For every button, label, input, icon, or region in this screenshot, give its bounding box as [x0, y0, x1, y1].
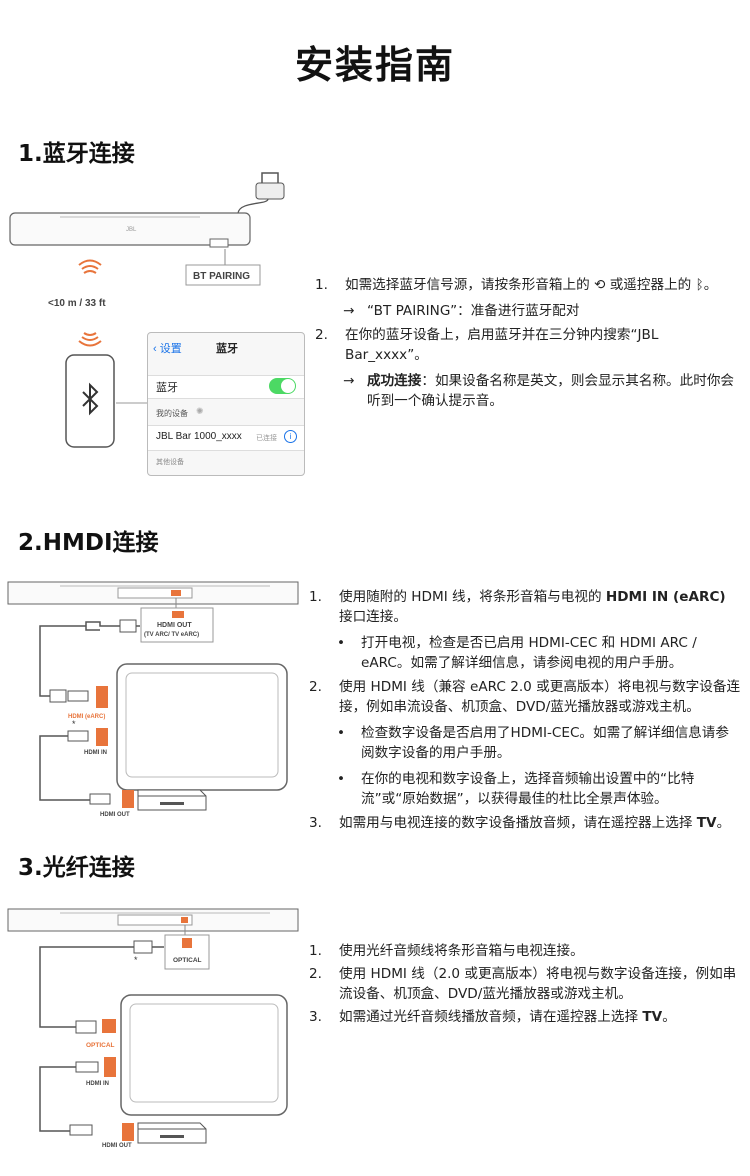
- section-heading-bluetooth: 1.蓝牙连接: [18, 141, 135, 167]
- hdmi-out-label: HDMI OUT: [157, 622, 192, 629]
- distance-label: <10 m / 33 ft: [48, 298, 106, 309]
- optical-step-2: 2.使用 HDMI 线（2.0 或更高版本）将电视与数字设备连接，例如串流设备、…: [309, 966, 737, 1002]
- bluetooth-diagram: JBL BT PAIRING <10 m / 33 ft: [9, 172, 285, 448]
- device-name[interactable]: JBL Bar 1000_xxxx: [156, 431, 242, 442]
- settings-title: 蓝牙: [216, 343, 238, 355]
- section-heading-hdmi: 2.HMDI连接: [18, 530, 159, 556]
- optical-diagram: OPTICAL * OPTICAL HDMI IN HDMI OUT: [7, 908, 299, 1149]
- svg-text:*: *: [72, 719, 76, 729]
- optical-step-3: 3.如需通过光纤音频线播放音频，请在遥控器上选择 TV。: [309, 1009, 676, 1025]
- bt-note-connected: →成功连接：如果设备名称是英文，则会显示其名称。此时你会听到一个确认提示音。: [343, 373, 735, 409]
- optical-step-1: 1.使用光纤音频线将条形音箱与电视连接。: [309, 943, 584, 959]
- svg-text:*: *: [134, 955, 138, 965]
- hdmi-out2-label: HDMI OUT: [100, 812, 130, 818]
- phone-bluetooth-settings: ‹ 设置 蓝牙 蓝牙 我的设备 ✺ JBL Bar 1000_xxxx 已连接 …: [147, 332, 305, 476]
- wireless-signal-icon: [78, 259, 102, 274]
- hdmi-in-label: HDMI IN: [84, 750, 107, 756]
- svg-text:JBL: JBL: [126, 227, 137, 233]
- bt-pairing-label: BT PAIRING: [193, 271, 250, 282]
- bt-step-1: 1.如需选择蓝牙信号源，请按条形音箱上的 ⟲ 或遥控器上的 ᛒ。: [315, 277, 718, 293]
- info-icon[interactable]: i: [284, 430, 297, 443]
- hdmi-step-1: 1.使用随附的 HDMI 线，将条形音箱与电视的 HDMI IN (eARC) …: [309, 589, 726, 625]
- hdmi-out-sub-label: (TV ARC/ TV eARC): [144, 632, 199, 638]
- bluetooth-toggle[interactable]: [269, 378, 296, 394]
- bluetooth-instructions: 1.如需选择蓝牙信号源，请按条形音箱上的 ⟲ 或遥控器上的 ᛒ。 →“BT PA…: [315, 275, 743, 415]
- optical-hdmi-in-label: HDMI IN: [86, 1081, 109, 1087]
- hdmi-bullet-1: •打开电视，检查是否已启用 HDMI-CEC 和 HDMI ARC / eARC…: [337, 635, 697, 671]
- bt-step-2: 2.在你的蓝牙设备上，启用蓝牙并在三分钟内搜索“JBL Bar_xxxx”。: [315, 327, 659, 363]
- bluetooth-icon: [82, 382, 99, 416]
- hdmi-step-3: 3.如需用与电视连接的数字设备播放音频，请在遥控器上选择 TV。: [309, 815, 731, 831]
- bluetooth-toggle-label: 蓝牙: [156, 382, 178, 394]
- optical-hdmi-out-label: HDMI OUT: [102, 1143, 132, 1149]
- section-heading-optical: 3.光纤连接: [18, 855, 135, 881]
- hdmi-bullet-2: •检查数字设备是否启用了HDMI-CEC。如需了解详细信息请参阅数字设备的用户手…: [337, 725, 729, 761]
- optical-tv-label: OPTICAL: [86, 1042, 115, 1049]
- hdmi-instructions: 1.使用随附的 HDMI 线，将条形音箱与电视的 HDMI IN (eARC) …: [309, 587, 741, 836]
- chevron-left-icon: ‹: [153, 343, 160, 355]
- hdmi-diagram: HDMI OUT (TV ARC/ TV eARC) HDMI (eARC) *…: [7, 581, 299, 818]
- bt-note-pairing: →“BT PAIRING”：准备进行蓝牙配对: [343, 303, 580, 319]
- optical-top-label: OPTICAL: [173, 957, 202, 964]
- optical-instructions: 1.使用光纤音频线将条形音箱与电视连接。 2.使用 HDMI 线（2.0 或更高…: [309, 941, 741, 1030]
- page-title: 安装指南: [294, 43, 455, 87]
- device-status: 已连接: [256, 435, 277, 442]
- back-button[interactable]: ‹ 设置: [153, 343, 182, 355]
- other-devices-label: 其他设备: [156, 459, 184, 466]
- hdmi-bullet-3: •在你的电视和数字设备上，选择音频输出设置中的“比特流”或“原始数据”，以获得最…: [337, 771, 695, 807]
- hdmi-earc-label: HDMI (eARC): [68, 714, 105, 720]
- my-devices-label: 我的设备: [156, 409, 188, 418]
- loading-spinner-icon: ✺: [196, 406, 204, 416]
- hdmi-step-2: 2.使用 HDMI 线（兼容 eARC 2.0 或更高版本）将电视与数字设备连接…: [309, 679, 741, 715]
